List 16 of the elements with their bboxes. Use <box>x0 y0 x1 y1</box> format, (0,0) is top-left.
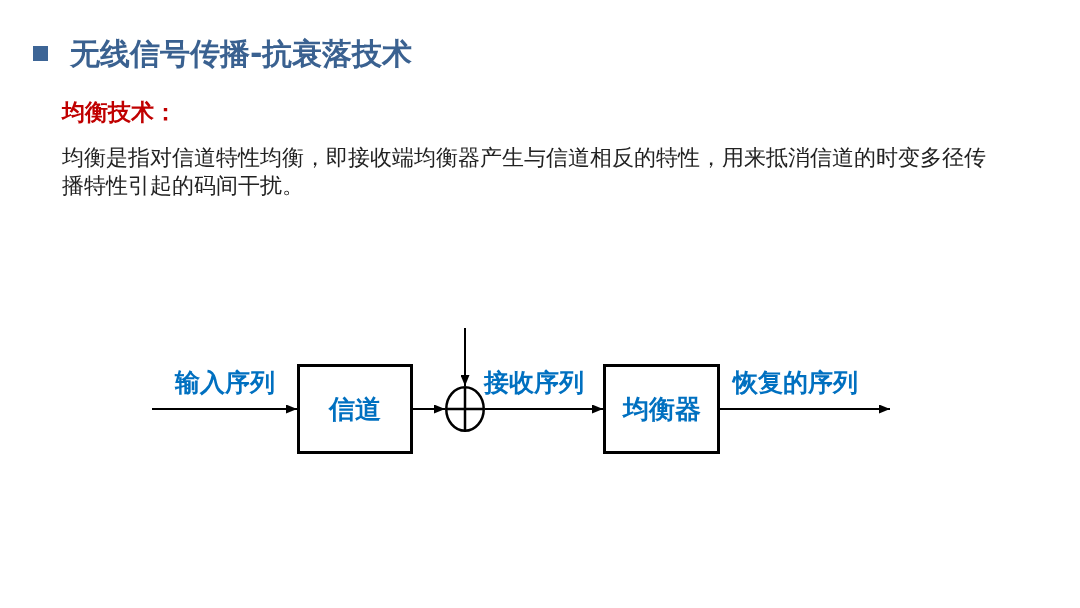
edge-label: 接收序列 <box>482 368 586 398</box>
block-box <box>297 364 413 454</box>
section-heading: 均衡技术： <box>62 98 177 127</box>
arrow <box>151 404 298 414</box>
block-box <box>603 364 720 454</box>
edge-label: 恢复的序列 <box>730 368 860 398</box>
edge-label: 输入序列 <box>173 368 277 398</box>
block-label: 均衡器 <box>622 393 701 425</box>
description-paragraph: 均衡是指对信道特性均衡，即接收端均衡器产生与信道相反的特性，用来抵消信道的时变多径传播特性引起的码间干扰。 <box>62 144 987 200</box>
arrow <box>484 404 604 414</box>
summing-junction <box>445 386 485 432</box>
block-label: 信道 <box>329 393 381 425</box>
arrow <box>412 404 446 414</box>
slide-title: 无线信号传播-抗衰落技术 <box>70 36 413 72</box>
arrow <box>719 404 891 414</box>
arrow <box>460 327 470 387</box>
